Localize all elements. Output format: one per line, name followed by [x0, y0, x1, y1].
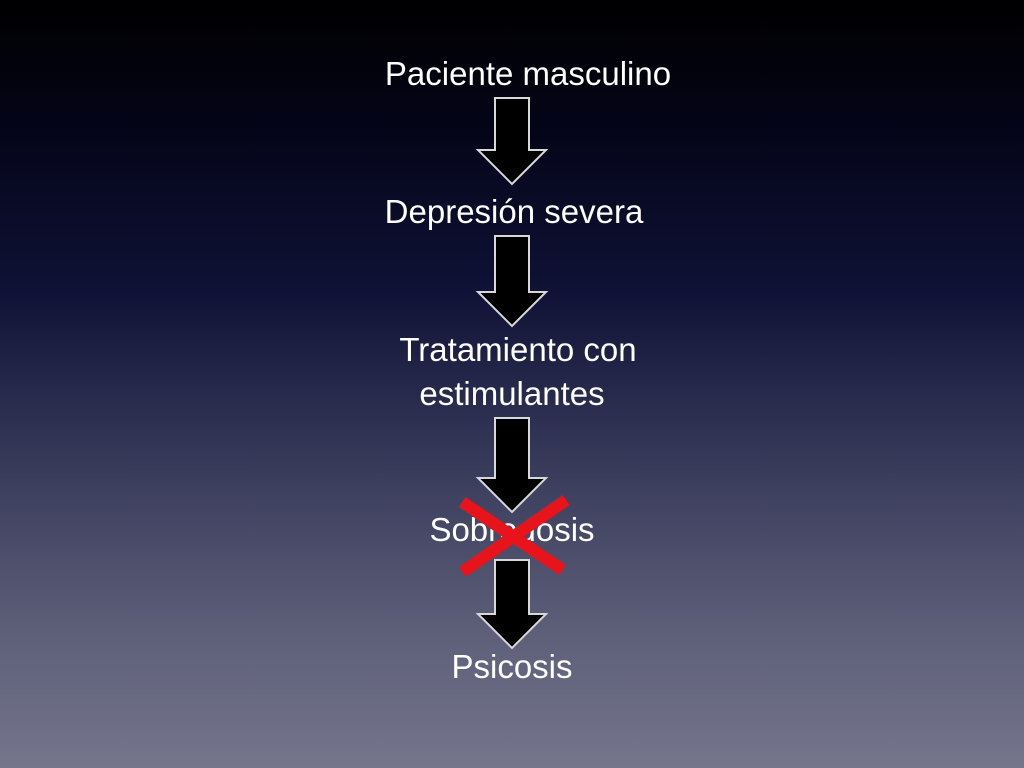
step-psicosis: Psicosis — [451, 648, 573, 685]
step-tratamiento-line1: Tratamiento con — [399, 331, 637, 368]
down-arrow-4 — [475, 559, 549, 650]
step-depresion-severa: Depresión severa — [384, 193, 644, 230]
step-paciente-masculino: Paciente masculino — [384, 55, 672, 92]
step-tratamiento-line2: estimulantes — [419, 375, 605, 412]
step-sobredosis: Sobredosis — [429, 511, 595, 548]
down-arrow-2 — [475, 235, 549, 328]
down-arrow-3 — [475, 417, 549, 514]
down-arrow-1 — [475, 97, 549, 186]
